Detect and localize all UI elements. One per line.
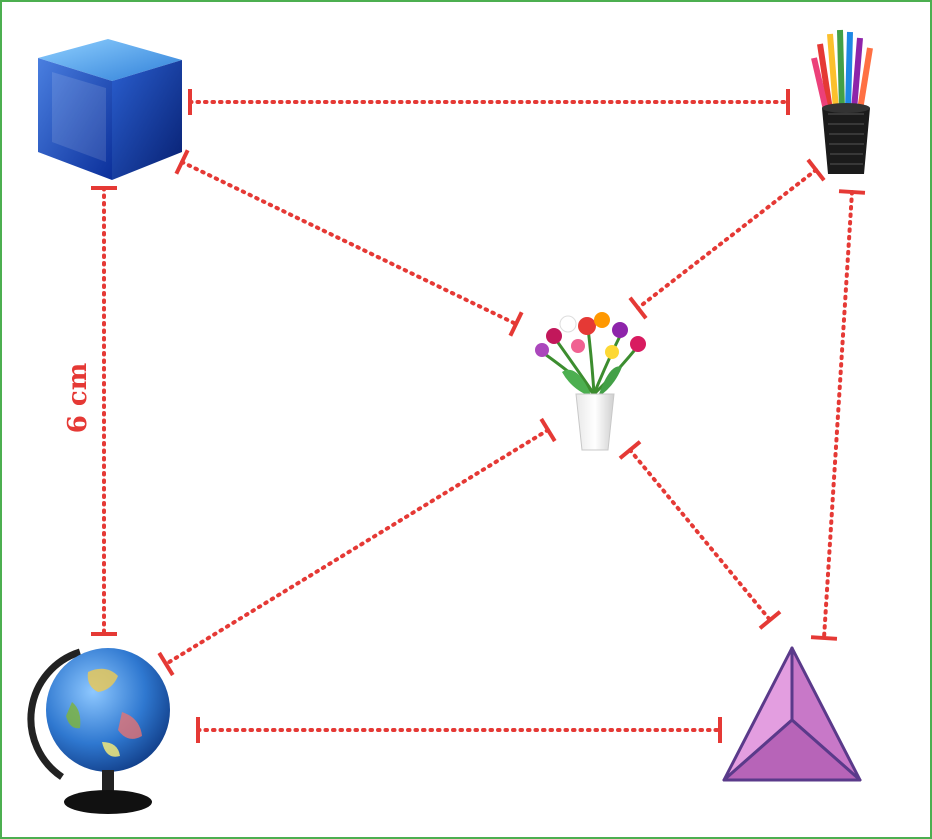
dimension-line bbox=[196, 717, 722, 743]
pencil-cup-icon bbox=[811, 29, 873, 174]
dimension-line bbox=[628, 158, 826, 320]
cube-icon bbox=[38, 39, 182, 180]
dotted-line bbox=[164, 428, 550, 666]
dotted-line bbox=[180, 160, 518, 326]
dimension-line bbox=[188, 89, 790, 115]
end-tick bbox=[618, 440, 642, 460]
end-tick bbox=[508, 311, 524, 337]
dotted-line bbox=[628, 448, 772, 622]
end-tick bbox=[758, 610, 782, 630]
end-tick bbox=[539, 417, 557, 443]
flower-vase-icon bbox=[535, 312, 646, 451]
end-tick bbox=[157, 651, 175, 677]
globe-icon bbox=[27, 648, 170, 814]
measurement-label: 6 cm bbox=[63, 363, 93, 433]
pyramid-icon bbox=[722, 646, 862, 782]
dimension-line bbox=[810, 189, 866, 641]
dotted-line bbox=[822, 190, 854, 640]
end-tick bbox=[628, 296, 648, 320]
end-tick bbox=[838, 189, 866, 195]
end-tick bbox=[810, 635, 838, 641]
dimension-line bbox=[91, 186, 117, 636]
dotted-line bbox=[636, 168, 818, 310]
dimension-line bbox=[174, 149, 524, 337]
dimension-line bbox=[157, 417, 557, 677]
end-tick bbox=[806, 158, 826, 182]
dimension-line bbox=[618, 440, 782, 630]
end-tick bbox=[174, 149, 190, 175]
measurement-lines bbox=[91, 89, 866, 743]
